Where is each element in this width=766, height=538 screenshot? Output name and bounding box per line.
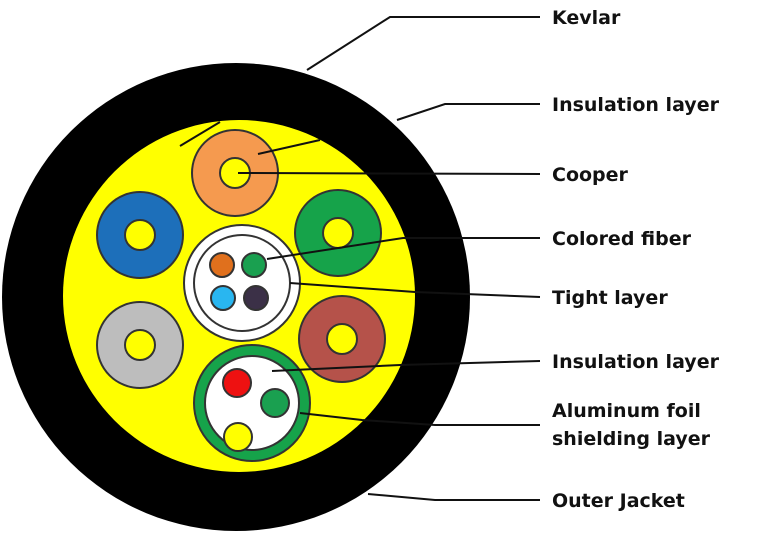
label-aluminum-foil: Aluminum foil: [552, 400, 701, 422]
fiber-blue: [210, 285, 236, 311]
fiber-dark: [243, 285, 269, 311]
label-insulation-layer-1: Insulation layer: [552, 94, 720, 116]
fiber-green: [241, 252, 267, 278]
leader-lines: [179, 16, 541, 501]
label-insulation-layer-2: Insulation layer: [552, 351, 720, 373]
insulated-conductor-green: [294, 189, 382, 277]
conductor-red: [222, 368, 252, 398]
insulated-conductor-gray: [96, 301, 184, 389]
conductor-green: [260, 388, 290, 418]
label-tight-layer: Tight layer: [552, 287, 668, 309]
insulated-conductor-blue: [96, 191, 184, 279]
label-shielding-layer: shielding layer: [552, 428, 711, 450]
label-cooper: Cooper: [552, 164, 629, 186]
cable-cross-section: [2, 63, 470, 531]
conductor-yellow: [223, 422, 253, 452]
labels: Kevlar Insulation layer Cooper Colored f…: [552, 7, 720, 512]
label-colored-fiber: Colored fiber: [552, 228, 692, 250]
label-kevlar: Kevlar: [552, 7, 621, 29]
label-outer-jacket: Outer Jacket: [552, 490, 685, 512]
insulated-conductor-brown: [298, 295, 386, 383]
fiber-orange: [209, 252, 235, 278]
tight-buffer-unit: [183, 224, 301, 342]
shielded-unit: [193, 344, 311, 462]
